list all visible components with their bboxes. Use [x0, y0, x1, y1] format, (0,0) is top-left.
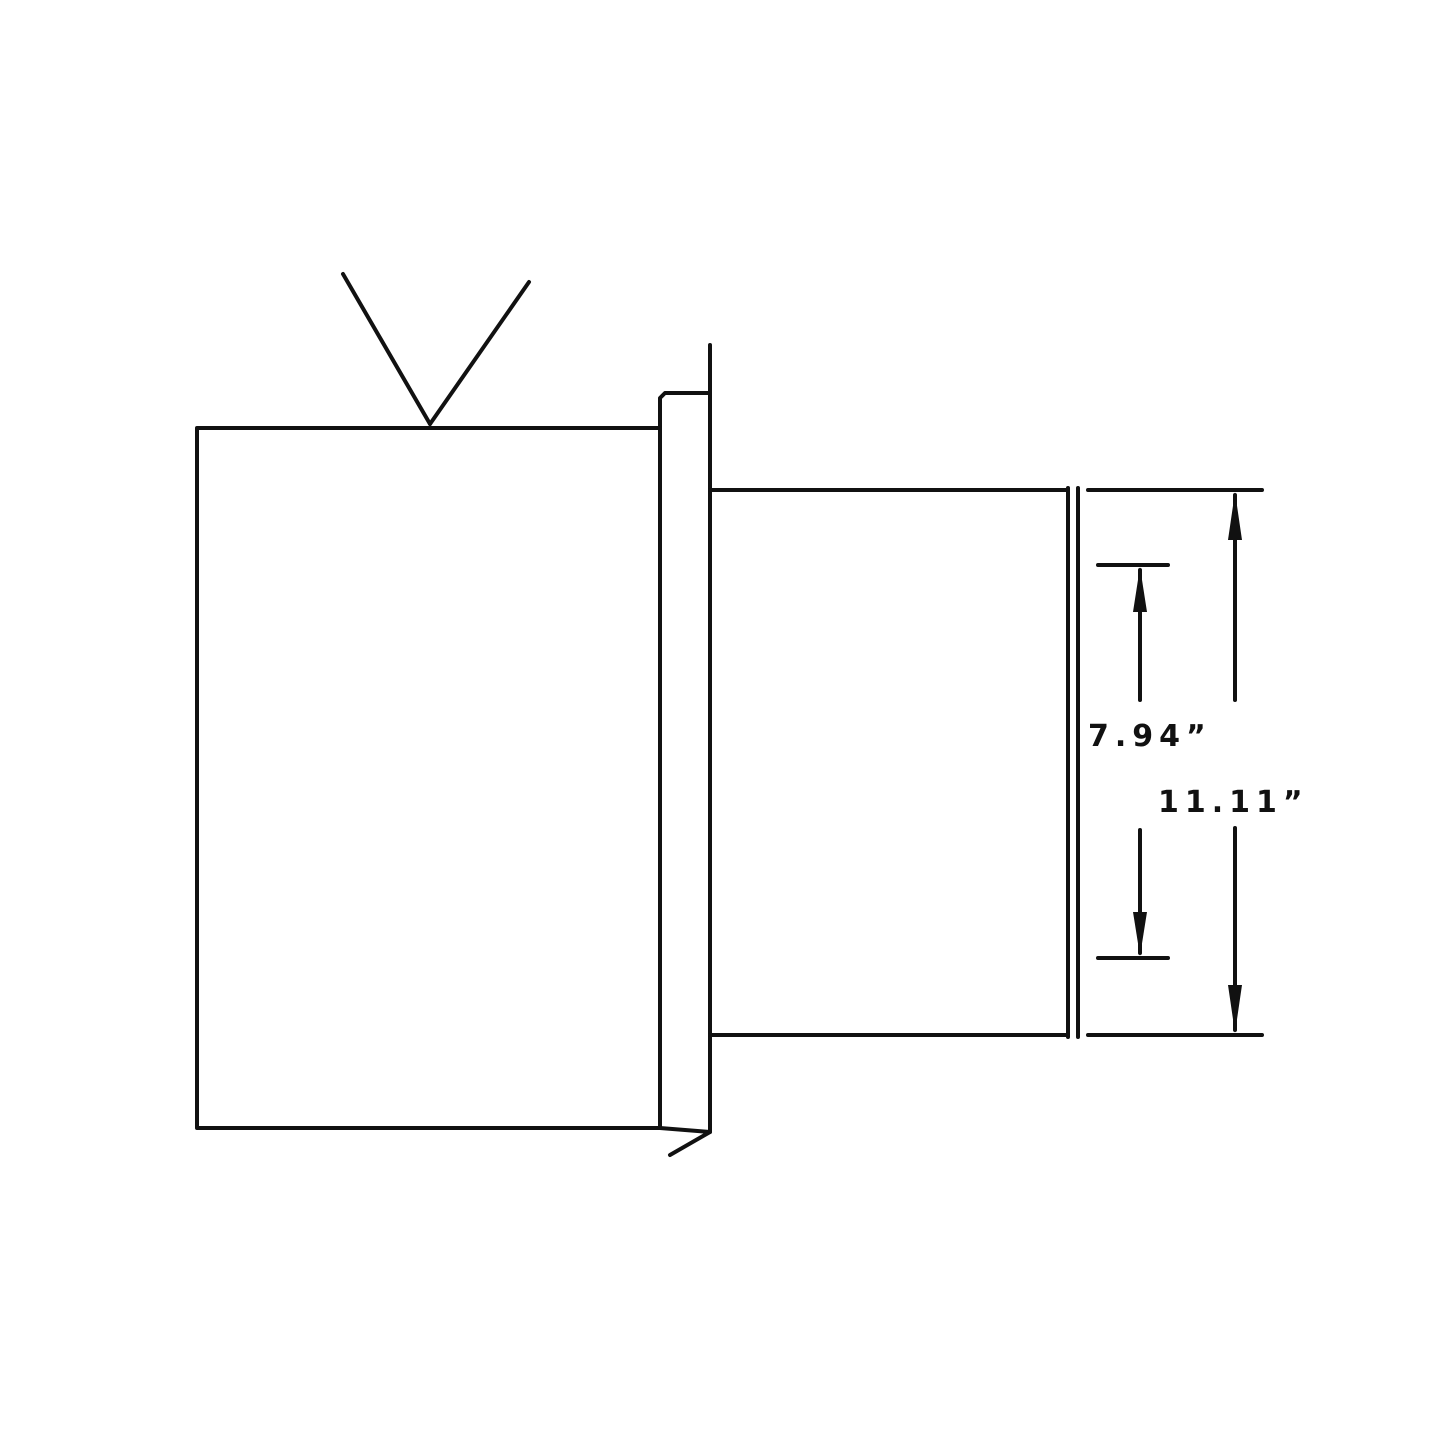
v-bracket [341, 272, 531, 426]
inner-dimension-label: 7.94” [1088, 719, 1212, 754]
outer-dimension [1086, 488, 1264, 1037]
main-body [195, 426, 662, 1130]
duct-collar [708, 486, 1080, 1039]
outer-dimension-label: 11.11” [1158, 785, 1309, 820]
flange-plate [658, 343, 712, 1157]
inner-dimension [1096, 563, 1170, 960]
